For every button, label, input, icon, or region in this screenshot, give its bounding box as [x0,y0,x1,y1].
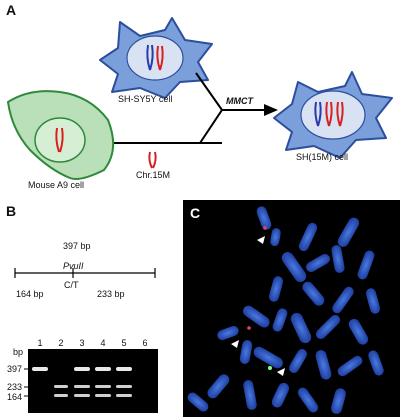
sh-sy5y-cell [99,17,213,99]
left-fragment-label: 164 bp [16,289,44,299]
marker-label: 397 [7,364,23,374]
metaphase-spread-image [183,200,400,417]
lane-number: 4 [100,338,106,348]
chr15m-icon [148,151,157,169]
panel-a-letter: A [6,2,17,18]
gel-image [28,349,158,413]
mmct-arrow [114,72,278,144]
sh-sy5y-label: SH-SY5Y cell [118,94,173,104]
mouse-a9-cell [6,90,115,180]
snp-label: C/T [64,280,79,290]
sh15m-label: SH(15M) cell [296,152,349,162]
chr15m-label: Chr.15M [136,170,171,180]
lane-number: 3 [79,338,85,348]
panel-b-letter: B [6,203,17,219]
panel-c-letter: C [190,205,201,221]
lane-number: 6 [142,338,148,348]
marker-label: 233 [7,382,23,392]
right-fragment-label: 233 bp [97,289,125,299]
bp-unit-label: bp [13,347,24,357]
mmct-label: MMCT [226,96,253,106]
marker-label: 164 [7,392,23,402]
enzyme-label: PvuII [63,261,84,271]
total-bp-label: 397 bp [63,241,91,251]
mouse-a9-label: Mouse A9 cell [28,180,85,190]
lane-number: 1 [37,338,43,348]
lane-number: 5 [121,338,127,348]
lane-number: 2 [58,338,64,348]
sh15m-cell [273,71,393,159]
